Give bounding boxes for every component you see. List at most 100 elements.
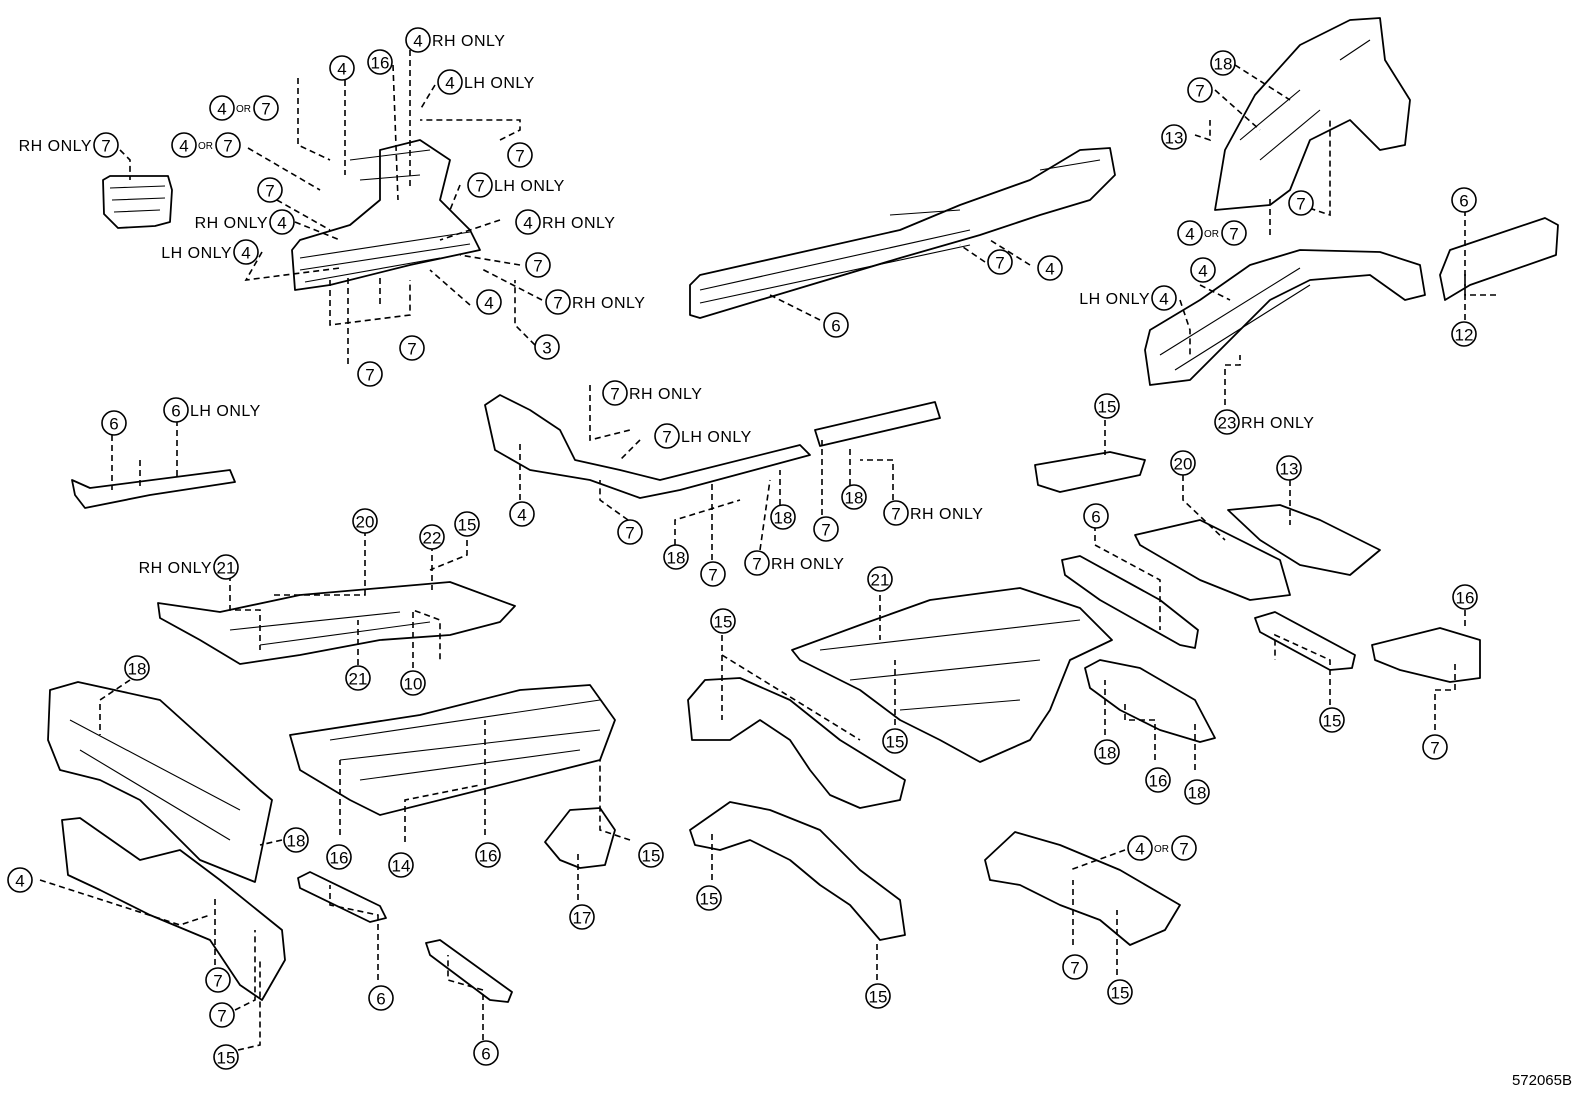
- callout-number: 16: [1149, 772, 1168, 791]
- callout-7: 7: [1062, 954, 1088, 980]
- callout-3: 3: [534, 334, 560, 360]
- callout-circle: [101, 410, 127, 436]
- callout-circle: [1037, 255, 1063, 281]
- callout-circle: [269, 209, 295, 235]
- callout-number: 4: [1159, 290, 1168, 309]
- callout-number: 6: [481, 1045, 490, 1064]
- callout-circle: [515, 209, 541, 235]
- callout-number: 18: [845, 489, 864, 508]
- callout-18: 18: [124, 655, 150, 681]
- callout-number: 4: [277, 214, 286, 233]
- callout-number: 4: [484, 294, 493, 313]
- callout-number: 7: [1296, 195, 1305, 214]
- callout-number: 15: [1098, 398, 1117, 417]
- callout-circle: [1107, 979, 1133, 1005]
- callout-7: 7: [399, 335, 425, 361]
- part-floor-panel-20: [1134, 519, 1291, 601]
- callout-15: 15: [1107, 979, 1133, 1005]
- callout-number: 15: [869, 988, 888, 1007]
- callout-suffix-note: LH ONLY: [494, 178, 565, 195]
- callout-circle: [1177, 220, 1203, 246]
- callout-14: 14: [388, 852, 414, 878]
- callout-circle-alt: [1221, 220, 1247, 246]
- callout-circle: [1288, 190, 1314, 216]
- callout-15: 15: [1094, 393, 1120, 419]
- callout-4: 4: [1037, 255, 1063, 281]
- callout-circle: [865, 983, 891, 1009]
- callout-circle: [454, 511, 480, 537]
- callout-6: 6: [368, 985, 394, 1011]
- callout-15: 15: [710, 608, 736, 634]
- callout-number: 15: [1323, 712, 1342, 731]
- callout-circle: [545, 289, 571, 315]
- callout-number: 6: [831, 317, 840, 336]
- callout-7: 7: [700, 561, 726, 587]
- callout-circle: [1145, 767, 1171, 793]
- callout-circle: [654, 423, 680, 449]
- callout-circle: [209, 95, 235, 121]
- callout-suffix-note: LH ONLY: [681, 429, 752, 446]
- callout-number: 7: [708, 566, 717, 585]
- callout-number: 6: [1459, 192, 1468, 211]
- callout-circle: [1422, 734, 1448, 760]
- callout-circle: [257, 177, 283, 203]
- callout-circle: [388, 852, 414, 878]
- callout-circle: [326, 844, 352, 870]
- callout-circle: [1319, 707, 1345, 733]
- callout-circle: [1161, 124, 1187, 150]
- callout-number-alt: 7: [261, 100, 270, 119]
- callout-21: 21: [867, 566, 893, 592]
- callout-15: 15: [1319, 707, 1345, 733]
- part-rear-bracket: [1439, 217, 1559, 301]
- callout-number: 15: [700, 890, 719, 909]
- part-sill-stiffener: [71, 469, 236, 509]
- callout-circle: [400, 670, 426, 696]
- callout-6: 6: [101, 410, 127, 436]
- callout-circle: [475, 842, 501, 868]
- callout-number: 4: [517, 506, 526, 525]
- callout-circle: [569, 904, 595, 930]
- callout-7: 7: [813, 516, 839, 542]
- callout-number: 6: [1091, 508, 1100, 527]
- callout-18: 18: [1094, 739, 1120, 765]
- callout-circle: [357, 361, 383, 387]
- callout-4: 4: [509, 501, 535, 527]
- part-side-member-rear: [814, 401, 941, 447]
- callout-circle: [7, 867, 33, 893]
- callout-suffix-note: LH ONLY: [190, 403, 261, 420]
- callout-prefix-note: RH ONLY: [139, 560, 212, 577]
- callout-number: 7: [995, 254, 1004, 273]
- callout-number: 4: [179, 137, 188, 156]
- callout-number: 15: [217, 1049, 236, 1068]
- callout-circle: [283, 827, 309, 853]
- callout-or-label: OR: [198, 141, 213, 152]
- callout-4: 4: [476, 289, 502, 315]
- callout-number: 4: [1185, 225, 1194, 244]
- callout-circle: [345, 665, 371, 691]
- callout-number: 18: [1214, 55, 1233, 74]
- callout-circle: [823, 312, 849, 338]
- callout-number: 20: [1174, 455, 1193, 474]
- callout-circle: [1127, 835, 1153, 861]
- callout-number: 7: [625, 524, 634, 543]
- callout-10: 10: [400, 670, 426, 696]
- callout-circle: [419, 524, 445, 550]
- callout-or-label: OR: [1204, 229, 1219, 240]
- callout-circle: [700, 561, 726, 587]
- callout-number: 7: [515, 147, 524, 166]
- callout-circle: [209, 1002, 235, 1028]
- callout-22: 22: [419, 524, 445, 550]
- part-wheel-housing: [1214, 17, 1411, 211]
- callout-circle: [352, 508, 378, 534]
- callout-suffix-note: RH ONLY: [1241, 415, 1314, 432]
- callout-16: 16: [326, 844, 352, 870]
- callout-suffix-note: RH ONLY: [432, 33, 505, 50]
- callout-circle: [883, 500, 909, 526]
- callout-4: 4: [329, 55, 355, 81]
- callout-21: 21: [345, 665, 371, 691]
